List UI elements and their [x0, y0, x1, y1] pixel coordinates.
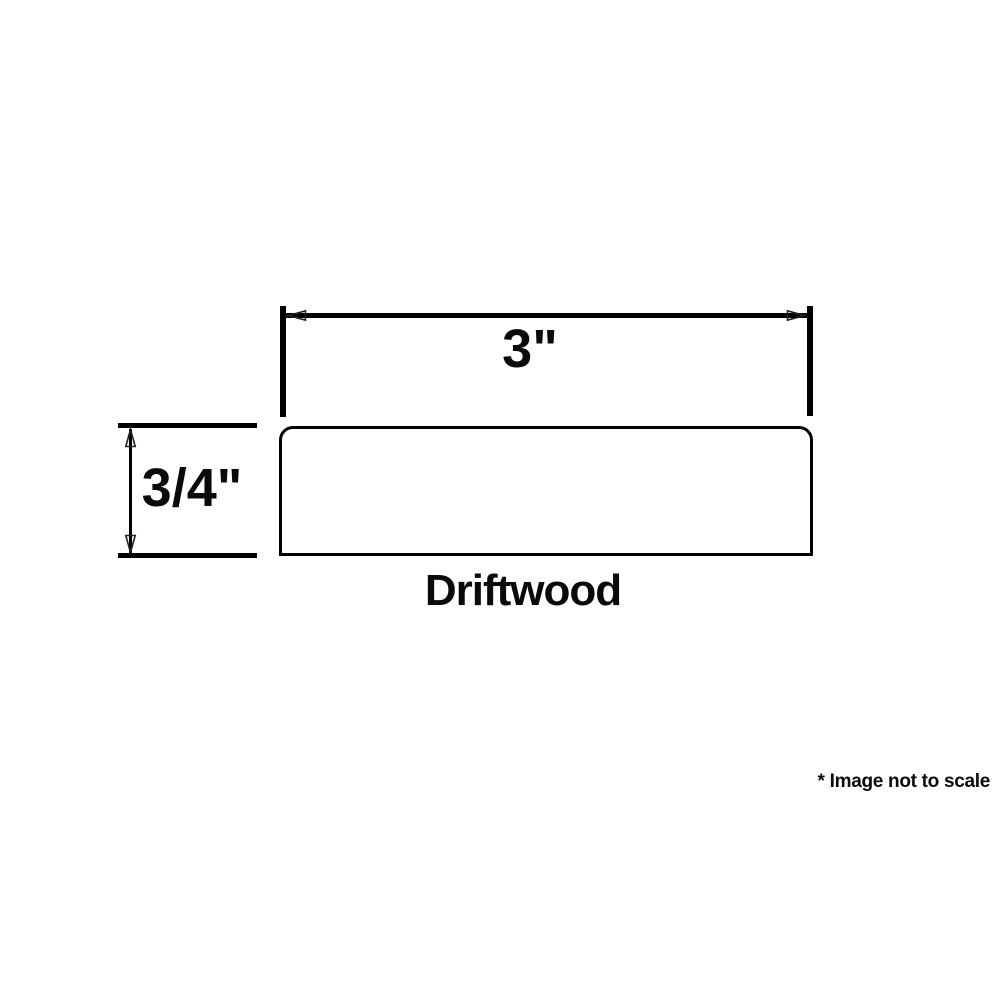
- arrow-down-icon: [124, 534, 137, 554]
- width-extension-bar-right: [807, 306, 813, 416]
- arrow-up-icon: [124, 428, 137, 448]
- product-name-label: Driftwood: [424, 566, 622, 615]
- arrow-left-icon: [287, 309, 307, 322]
- not-to-scale-footnote: * Image not to scale: [817, 771, 991, 792]
- width-dimension-label: 3": [502, 319, 558, 379]
- arrow-right-icon: [786, 309, 806, 322]
- height-dimension-line: [129, 429, 132, 553]
- width-extension-bar-left: [280, 306, 286, 417]
- product-profile-shape: [279, 426, 813, 556]
- height-extension-line-bottom: [118, 553, 257, 558]
- height-extension-line-top: [118, 423, 257, 428]
- width-dimension-line: [286, 313, 807, 318]
- height-dimension-label: 3/4": [141, 458, 243, 518]
